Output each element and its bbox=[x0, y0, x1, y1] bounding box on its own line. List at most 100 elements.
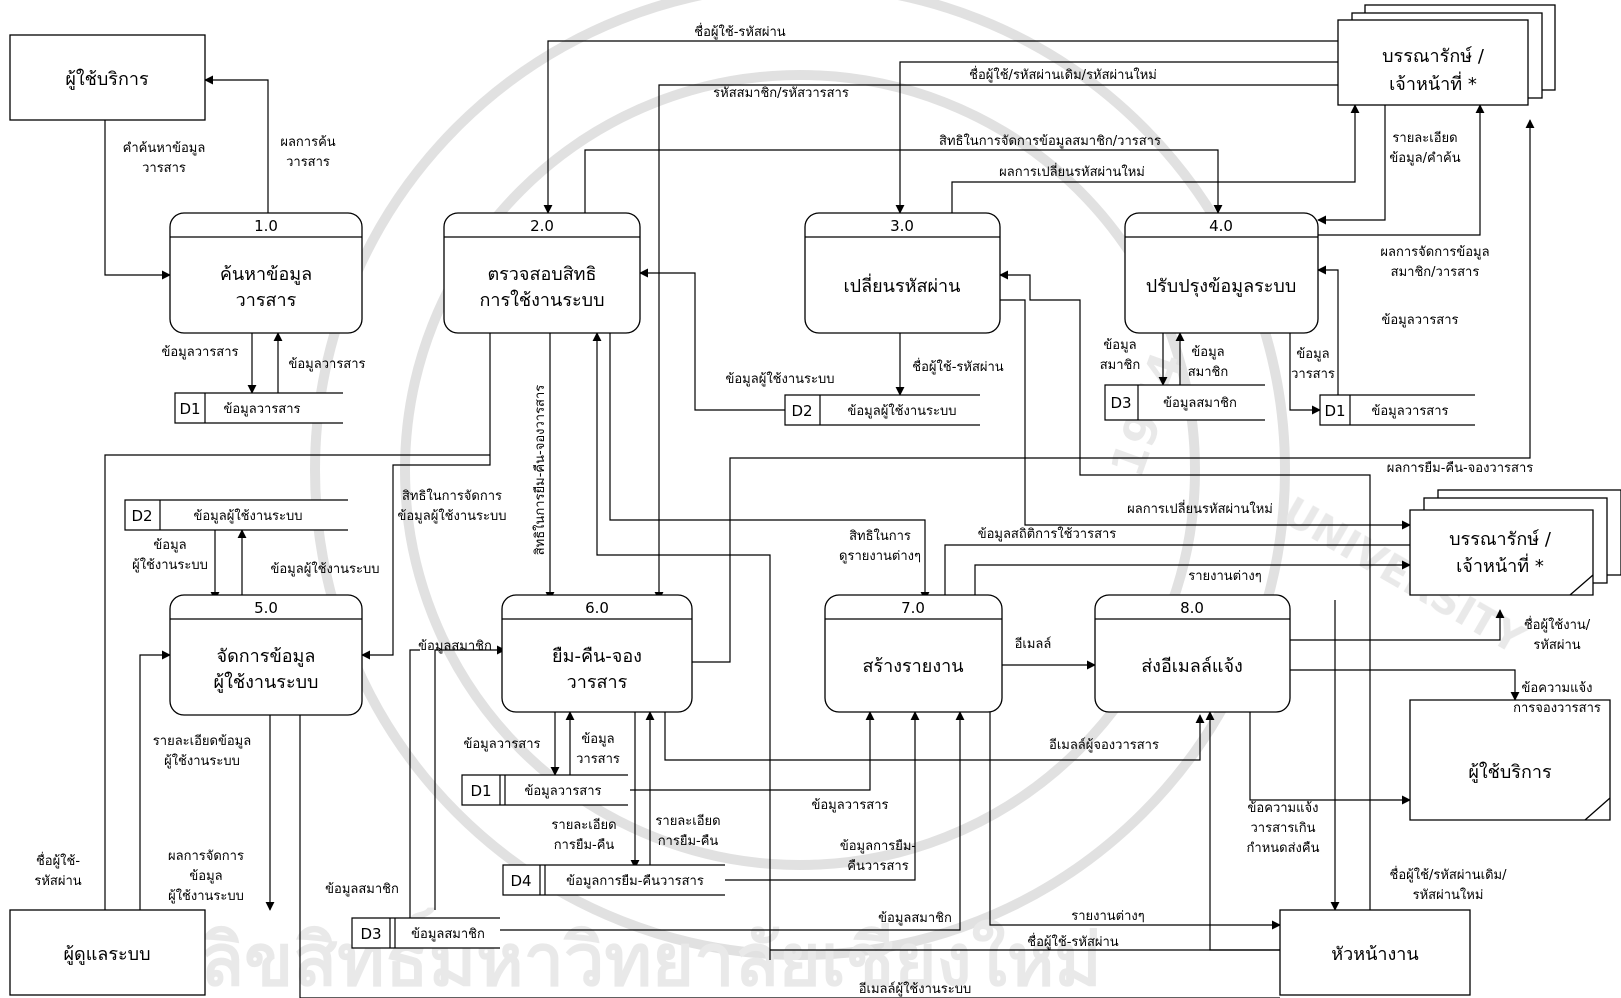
entity-label: เจ้าหน้าที่ * bbox=[1389, 71, 1477, 95]
flow-label: รายละเอียดข้อมูล bbox=[153, 733, 251, 749]
datastore-id: D4 bbox=[510, 872, 531, 890]
flow-label: รายละเอียด bbox=[551, 817, 616, 833]
flow-line bbox=[500, 711, 965, 931]
flow-label: สิทธิในการยืม-คืน-จองวารสาร bbox=[532, 385, 548, 556]
flow-label: วารสาร bbox=[286, 155, 330, 170]
datastore-id: D2 bbox=[791, 402, 812, 420]
flow-label: วารสาร bbox=[1291, 367, 1335, 382]
flow-label: ผลการเปลี่ยนรหัสผ่านใหม่ bbox=[999, 163, 1145, 180]
flow-line bbox=[944, 544, 1410, 600]
flow-line bbox=[654, 84, 1338, 601]
flow-label: รหัสผ่าน bbox=[34, 874, 81, 889]
flow-line bbox=[1290, 669, 1520, 701]
process-4-0: 4.0 ปรับปรุงข้อมูลระบบ bbox=[1124, 212, 1319, 334]
flow-line bbox=[1249, 712, 1411, 805]
process-1-0: 1.0 ค้นหาข้อมูล วารสาร bbox=[169, 212, 363, 334]
entity-label: ผู้ใช้บริการ bbox=[65, 68, 149, 90]
flow-label: ข้อมูลผู้ใช้งานระบบ bbox=[725, 371, 834, 387]
flow-label: ดูรายงานต่างๆ bbox=[839, 549, 921, 564]
entity-label: ผู้ดูแลระบบ bbox=[63, 944, 150, 965]
flow-label: ชื่อผู้ใช้/รหัสผ่านเดิม/รหัสผ่านใหม่ bbox=[969, 66, 1157, 83]
datastore-name: ข้อมูลสมาชิก bbox=[1163, 396, 1237, 411]
entity-user-top: ผู้ใช้บริการ bbox=[9, 34, 206, 121]
flow-line bbox=[204, 75, 269, 213]
datastore-d4: D4 ข้อมูลการยืม-คืนวารสาร bbox=[502, 864, 725, 896]
process-id: 1.0 bbox=[254, 217, 278, 235]
flow-label: ข้อความแจ้ง bbox=[1248, 801, 1319, 816]
flow-label: คืนวารสาร bbox=[847, 858, 908, 874]
entity-label: บรรณารักษ์ / bbox=[1382, 46, 1485, 67]
datastore-d1b: D1 ข้อมูลวารสาร bbox=[1319, 394, 1475, 426]
flow-label: ข้อมูลการยืม- bbox=[840, 838, 917, 854]
flow-label: วารสาร bbox=[142, 161, 186, 176]
flow-label: รายละเอียด bbox=[655, 813, 720, 829]
flow-lines bbox=[104, 40, 1535, 998]
process-8-0: 8.0 ส่งอีเมลล์แจ้ง bbox=[1094, 594, 1291, 713]
flow-label: รหัสผ่าน bbox=[1533, 638, 1580, 653]
process-label: ส่งอีเมลล์แจ้ง bbox=[1141, 656, 1243, 677]
process-label: ปรับปรุงข้อมูลระบบ bbox=[1146, 276, 1297, 297]
flow-line bbox=[1317, 105, 1386, 225]
datastore-name: ข้อมูลวารสาร bbox=[223, 402, 300, 417]
flow-label: ข้อความแจ้ง bbox=[1522, 681, 1593, 696]
flow-line bbox=[592, 332, 771, 960]
flow-label: ชื่อผู้ใช้-รหัสผ่าน bbox=[694, 23, 786, 40]
datastore-d1c: D1 ข้อมูลวารสาร bbox=[461, 774, 628, 806]
flow-line bbox=[974, 560, 1411, 600]
flow-label: ข้อมูล bbox=[189, 869, 222, 884]
flow-label: วารสาร bbox=[576, 752, 620, 767]
datastore-name: ข้อมูลผู้ใช้งานระบบ bbox=[847, 403, 956, 419]
flow-label: ข้อมูลวารสาร bbox=[161, 345, 238, 360]
datastore-name: ข้อมูลผู้ใช้งานระบบ bbox=[193, 508, 302, 524]
flow-line bbox=[630, 711, 875, 791]
flow-label: ชื่อผู้ใช้งาน/ bbox=[1524, 616, 1591, 633]
process-label: วารสาร bbox=[236, 290, 297, 311]
process-5-0: 5.0 จัดการข้อมูล ผู้ใช้งานระบบ bbox=[169, 594, 363, 716]
datastore-name: ข้อมูลวารสาร bbox=[524, 784, 601, 799]
flow-label: ข้อมูล/คำค้น bbox=[1389, 151, 1460, 166]
flow-line bbox=[434, 645, 506, 910]
entity-label: เจ้าหน้าที่ * bbox=[1456, 553, 1544, 577]
flow-line bbox=[1289, 333, 1321, 415]
flow-label: ข้อมูล bbox=[1191, 345, 1224, 360]
flow-label: ข้อมูลวารสาร bbox=[463, 737, 540, 752]
flow-label: อีเมลล์ผู้จองวารสาร bbox=[1049, 737, 1159, 753]
datastore-name: ข้อมูลวารสาร bbox=[1371, 404, 1448, 419]
entity-user-right: ผู้ใช้บริการ bbox=[1409, 699, 1611, 821]
datastore-d2b: D2 ข้อมูลผู้ใช้งานระบบ bbox=[784, 394, 980, 426]
flow-label: ข้อมูล bbox=[1103, 338, 1136, 353]
flow-line bbox=[543, 40, 1338, 214]
flow-label: วารสารเกิน bbox=[1251, 821, 1316, 836]
process-label: ค้นหาข้อมูล bbox=[220, 264, 312, 285]
flow-label: สมาชิก bbox=[1100, 358, 1141, 373]
datastore-id: D2 bbox=[131, 507, 152, 525]
flow-line bbox=[1318, 104, 1485, 236]
flow-label: ผลการค้น bbox=[280, 135, 335, 150]
entity-librarian-mid: บรรณารักษ์ / เจ้าหน้าที่ * bbox=[1409, 489, 1621, 596]
flow-label: สิทธิในการจัดการ bbox=[402, 488, 502, 504]
entity-label: บรรณารักษ์ / bbox=[1449, 529, 1552, 550]
entity-admin: ผู้ดูแลระบบ bbox=[9, 909, 206, 996]
datastore-id: D1 bbox=[1324, 402, 1345, 420]
datastore-d2a: D2 ข้อมูลผู้ใช้งานระบบ bbox=[124, 499, 348, 531]
flow-label: ข้อมูลวารสาร bbox=[288, 357, 365, 372]
process-id: 2.0 bbox=[530, 217, 554, 235]
datastore-d3b: D3 ข้อมูลสมาชิก bbox=[351, 917, 500, 949]
datastore-id: D1 bbox=[470, 782, 491, 800]
flow-label: ชื่อผู้ใช้-รหัสผ่าน bbox=[1027, 933, 1119, 950]
process-label: เปลี่ยนรหัสผ่าน bbox=[844, 273, 961, 297]
flow-label: สิทธิในการจัดการข้อมูลสมาชิก/วารสาร bbox=[939, 133, 1161, 149]
flow-label: ข้อมูลวารสาร bbox=[1381, 313, 1458, 328]
flow-label: รายละเอียด bbox=[1392, 130, 1457, 146]
flow-label: สมาชิก bbox=[1188, 365, 1229, 380]
flow-labels: ชื่อผู้ใช้-รหัสผ่าน ชื่อผู้ใช้/รหัสผ่านเ… bbox=[34, 23, 1601, 997]
flow-label: ข้อมูลสมาชิก bbox=[878, 911, 952, 926]
flow-label: อีเมลล์ผู้ใช้งานระบบ bbox=[859, 981, 972, 997]
entity-label: หัวหน้างาน bbox=[1331, 944, 1418, 965]
watermark-bottom-text: ลิขสิทธิ์มหาวิทยาลัยเชียงใหม่ bbox=[200, 907, 1102, 998]
process-3-0: 3.0 เปลี่ยนรหัสผ่าน bbox=[804, 212, 1001, 334]
flow-line bbox=[989, 712, 1281, 930]
process-id: 4.0 bbox=[1209, 217, 1233, 235]
flow-label: ชื่อผู้ใช้-รหัสผ่าน bbox=[912, 358, 1004, 375]
